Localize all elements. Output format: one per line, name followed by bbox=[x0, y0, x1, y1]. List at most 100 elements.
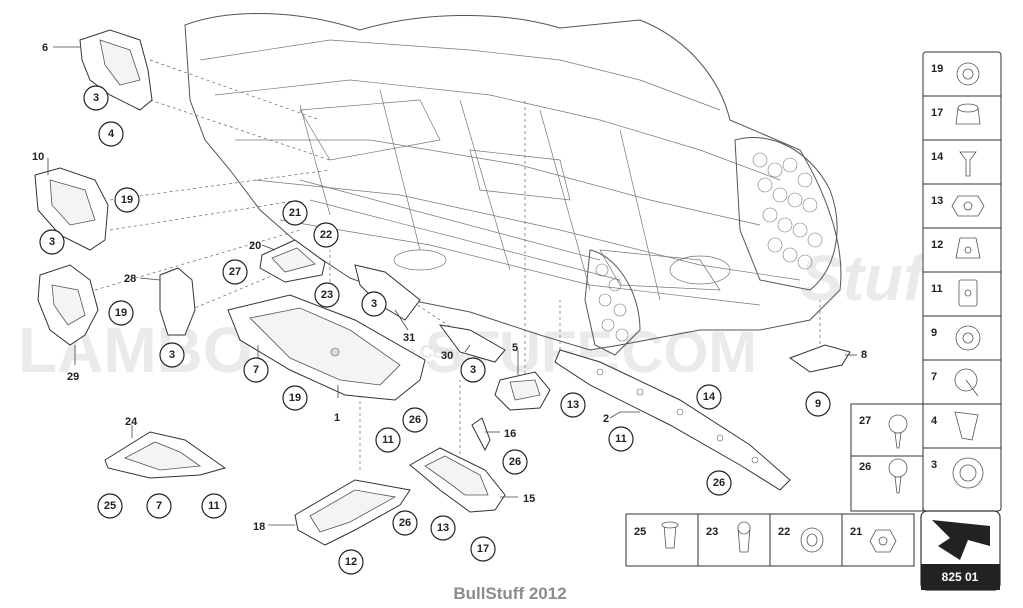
svg-text:7: 7 bbox=[156, 500, 162, 512]
svg-text:3: 3 bbox=[93, 92, 99, 104]
svg-text:14: 14 bbox=[703, 391, 716, 403]
svg-text:3: 3 bbox=[49, 236, 55, 248]
legend-23: 23 bbox=[706, 526, 718, 538]
part-18 bbox=[294, 479, 411, 546]
part-29 bbox=[37, 264, 99, 346]
label-5: 5 bbox=[512, 342, 518, 354]
callout-19: 19 bbox=[108, 300, 134, 326]
footer-brand: BullStuff 2012 bbox=[453, 584, 566, 603]
wheel-arch-front bbox=[584, 249, 641, 356]
callout-12: 12 bbox=[338, 549, 364, 575]
part-15 bbox=[409, 447, 506, 513]
svg-text:27: 27 bbox=[229, 266, 241, 278]
svg-text:26: 26 bbox=[399, 517, 411, 529]
callout-13: 13 bbox=[430, 515, 456, 541]
svg-text:3: 3 bbox=[470, 364, 476, 376]
callout-3: 3 bbox=[159, 342, 185, 368]
part-2 bbox=[554, 349, 791, 491]
label-20: 20 bbox=[249, 240, 261, 252]
legend-4: 4 bbox=[931, 415, 938, 427]
callout-7: 7 bbox=[146, 493, 172, 519]
part-20 bbox=[259, 239, 326, 283]
callout-layer: 6 3 4 10 19 3 19 21 22 20 27 23 28 3 19 … bbox=[32, 42, 867, 575]
car-underbody bbox=[184, 13, 842, 351]
callout-27: 27 bbox=[222, 259, 248, 285]
label-28: 28 bbox=[124, 273, 136, 285]
svg-text:26: 26 bbox=[509, 456, 521, 468]
page-number-badge: 825 01 bbox=[920, 510, 1001, 591]
svg-text:13: 13 bbox=[437, 522, 449, 534]
callout-14: 14 bbox=[696, 384, 722, 410]
legend-25: 25 bbox=[634, 526, 646, 538]
bottom-fastener-icons bbox=[661, 521, 897, 553]
svg-text:11: 11 bbox=[615, 433, 627, 445]
label-2: 2 bbox=[603, 413, 609, 425]
callout-3: 3 bbox=[460, 357, 486, 383]
svg-text:17: 17 bbox=[477, 543, 489, 555]
part-1 bbox=[227, 294, 426, 401]
legend-21: 21 bbox=[850, 526, 862, 538]
label-6: 6 bbox=[42, 42, 48, 54]
callout-26: 26 bbox=[502, 449, 528, 475]
callout-11: 11 bbox=[608, 426, 634, 452]
svg-text:23: 23 bbox=[321, 289, 333, 301]
svg-text:13: 13 bbox=[567, 399, 579, 411]
callout-11: 11 bbox=[201, 493, 227, 519]
legend-13: 13 bbox=[931, 195, 943, 207]
callout-7: 7 bbox=[243, 357, 269, 383]
svg-text:26: 26 bbox=[713, 477, 725, 489]
label-29: 29 bbox=[67, 371, 79, 383]
legend-12: 12 bbox=[931, 239, 943, 251]
wheel-arch-rear bbox=[734, 136, 838, 291]
label-15: 15 bbox=[523, 493, 535, 505]
svg-text:19: 19 bbox=[289, 392, 301, 404]
part-31 bbox=[354, 264, 421, 321]
part-16 bbox=[471, 417, 491, 452]
callout-3: 3 bbox=[83, 85, 109, 111]
callout-19: 19 bbox=[114, 187, 140, 213]
svg-text:9: 9 bbox=[815, 398, 821, 410]
legend-17: 17 bbox=[931, 107, 943, 119]
label-8: 8 bbox=[861, 349, 867, 361]
callout-4: 4 bbox=[98, 121, 124, 147]
svg-text:3: 3 bbox=[371, 298, 377, 310]
callout-3: 3 bbox=[361, 291, 387, 317]
svg-text:19: 19 bbox=[115, 307, 127, 319]
leader-lines bbox=[47, 46, 857, 526]
label-1: 1 bbox=[334, 412, 340, 424]
label-24: 24 bbox=[125, 416, 138, 428]
svg-text:12: 12 bbox=[345, 556, 357, 568]
pair-fastener-icons bbox=[888, 414, 908, 494]
legend-19: 19 bbox=[931, 63, 943, 75]
callout-23: 23 bbox=[314, 282, 340, 308]
legend-14: 14 bbox=[931, 151, 944, 163]
part-28 bbox=[159, 267, 196, 336]
legend-7: 7 bbox=[931, 371, 937, 383]
callout-9: 9 bbox=[805, 391, 831, 417]
svg-text:11: 11 bbox=[382, 434, 394, 446]
svg-text:19: 19 bbox=[121, 194, 133, 206]
callout-26: 26 bbox=[706, 470, 732, 496]
callout-22: 22 bbox=[313, 222, 339, 248]
fastener-legend-pair: 27 26 bbox=[850, 403, 924, 512]
legend-27: 27 bbox=[859, 415, 871, 427]
label-30: 30 bbox=[441, 350, 453, 362]
svg-text:25: 25 bbox=[104, 500, 116, 512]
callout-3: 3 bbox=[39, 229, 65, 255]
part-5 bbox=[494, 371, 551, 411]
part-10 bbox=[34, 167, 109, 251]
callout-19: 19 bbox=[282, 385, 308, 411]
label-10: 10 bbox=[32, 151, 44, 163]
part-30 bbox=[438, 324, 506, 363]
svg-text:26: 26 bbox=[409, 414, 421, 426]
fastener-legend-bottom: 25 23 22 21 bbox=[625, 513, 915, 567]
legend-9: 9 bbox=[931, 327, 937, 339]
assembly-lines bbox=[94, 59, 821, 470]
legend-26: 26 bbox=[859, 461, 871, 473]
svg-text:21: 21 bbox=[289, 207, 301, 219]
svg-text:7: 7 bbox=[253, 364, 259, 376]
part-8 bbox=[788, 344, 851, 373]
part-6 bbox=[79, 29, 153, 111]
legend-11: 11 bbox=[931, 283, 943, 295]
callout-13: 13 bbox=[560, 392, 586, 418]
